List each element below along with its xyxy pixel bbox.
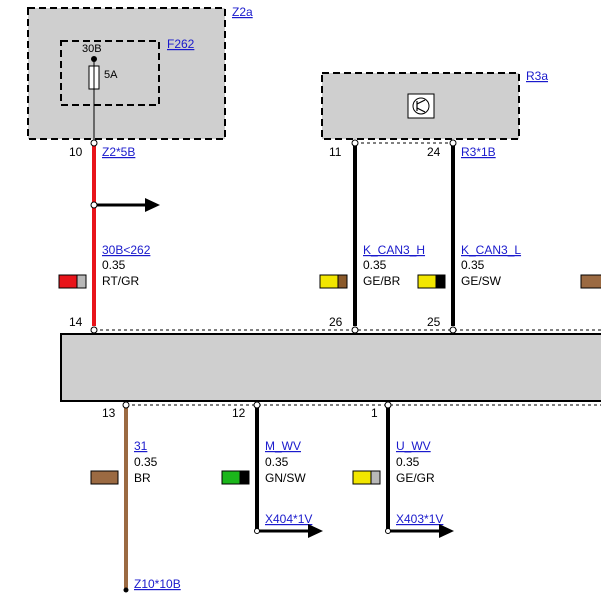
wire-ground-name[interactable]: 31 xyxy=(134,439,148,453)
wire-can-l-gauge: 0.35 xyxy=(461,258,485,272)
pin-circle xyxy=(253,401,261,409)
r3a-label[interactable]: R3a xyxy=(526,69,548,83)
wire-ground-color: BR xyxy=(134,471,151,485)
wire-can-l-name[interactable]: K_CAN3_L xyxy=(461,243,521,257)
f262-box[interactable] xyxy=(60,40,160,106)
wire-can-h-gauge: 0.35 xyxy=(363,258,387,272)
pin-label: 14 xyxy=(69,315,83,329)
wire-u-wv-color: GE/GR xyxy=(396,471,435,485)
output-m-wv-connector[interactable]: X404*1V xyxy=(265,512,312,526)
pin-circle xyxy=(449,139,457,147)
pin-circle xyxy=(449,326,457,334)
color-swatch xyxy=(58,274,78,289)
wire-u-wv-name[interactable]: U_WV xyxy=(396,439,431,453)
pin-circle xyxy=(90,326,98,334)
z2a-box[interactable] xyxy=(27,7,226,140)
wire-can-h-color: GE/BR xyxy=(363,274,401,288)
wire-m-wv-color: GN/SW xyxy=(265,471,306,485)
z2a-label[interactable]: Z2a xyxy=(232,5,253,19)
arrow-right-icon xyxy=(439,524,454,538)
pin-label: 12 xyxy=(232,406,246,420)
color-swatch xyxy=(221,470,241,485)
ground-connector-label[interactable]: Z10*10B xyxy=(134,577,181,591)
arrow-right-icon xyxy=(145,198,160,212)
wire-can-h-name[interactable]: K_CAN3_H xyxy=(363,243,425,257)
color-swatch xyxy=(319,274,339,289)
wire-m-wv-gauge: 0.35 xyxy=(265,455,289,469)
pin-label: 13 xyxy=(102,406,116,420)
pin-label: 1 xyxy=(371,406,378,420)
output-u-wv-connector[interactable]: X403*1V xyxy=(396,512,443,526)
pin-circle xyxy=(351,139,359,147)
splice-dot xyxy=(90,201,98,209)
connector-r3-label[interactable]: R3*1B xyxy=(461,145,496,159)
f262-label[interactable]: F262 xyxy=(167,37,195,51)
pin-circle xyxy=(90,139,98,147)
wire-power-color: RT/GR xyxy=(102,274,139,288)
arrow-right-icon xyxy=(308,524,323,538)
edge-color-swatch xyxy=(580,274,601,289)
control-module-box[interactable] xyxy=(60,333,601,402)
wire-power-gauge: 0.35 xyxy=(102,258,126,272)
color-swatch xyxy=(417,274,437,289)
fuse-terminal-label: 30B xyxy=(82,43,102,55)
color-swatch xyxy=(352,470,372,485)
wire-m-wv-name[interactable]: M_WV xyxy=(265,439,301,453)
pin-circle xyxy=(351,326,359,334)
ground-end-dot xyxy=(123,587,129,593)
wire-power-name[interactable]: 30B<262 xyxy=(102,243,151,257)
pin-circle xyxy=(384,401,392,409)
pin-circle xyxy=(122,401,130,409)
wire-u-wv-gauge: 0.35 xyxy=(396,455,420,469)
wire-can-l-color: GE/SW xyxy=(461,274,502,288)
connector-z2-label[interactable]: Z2*5B xyxy=(102,145,135,159)
wire-ground-gauge: 0.35 xyxy=(134,455,158,469)
pin-label: 10 xyxy=(69,145,83,159)
fuse-rating: 5A xyxy=(104,69,118,81)
color-swatch xyxy=(90,470,119,485)
pin-label: 25 xyxy=(427,315,441,329)
pin-label: 24 xyxy=(427,145,441,159)
pin-label: 11 xyxy=(329,145,342,159)
pin-label: 26 xyxy=(329,315,343,329)
